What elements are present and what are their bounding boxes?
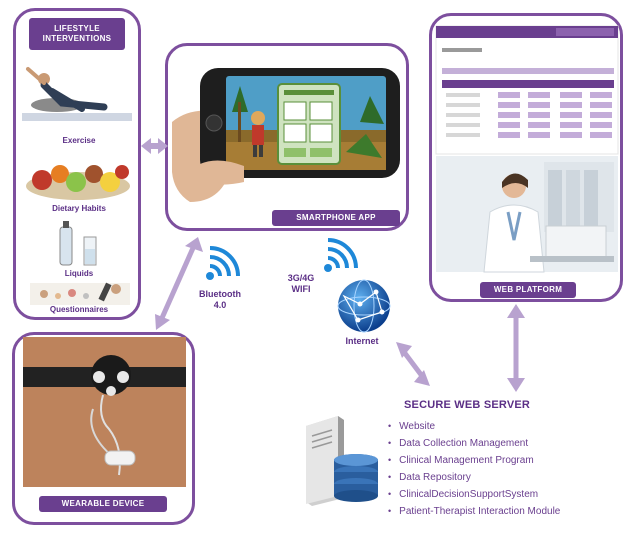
smartphone-title: SMARTPHONE APP: [272, 210, 400, 226]
server-item-decision-support: ClinicalDecisionSupportSystem: [388, 486, 560, 503]
internet-label: Internet: [345, 336, 379, 346]
server-item-website: Website: [388, 418, 560, 435]
web-platform-screenshot: [435, 25, 619, 155]
cellular-label: 3G/4G WIFI: [287, 273, 315, 294]
server-item-interaction-module: Patient-Therapist Interaction Module: [388, 503, 560, 520]
bluetooth-signal-icon: [206, 246, 240, 280]
liquids-caption: Liquids: [64, 269, 94, 278]
wearable-photo: [23, 337, 186, 487]
lifestyle-panel: LIFESTYLE INTERVENTIONS Exercise Dietary…: [13, 8, 141, 320]
globe-icon: [337, 279, 391, 333]
exercise-caption: Exercise: [62, 136, 96, 145]
food-image: [26, 165, 130, 200]
server-title: SECURE WEB SERVER: [404, 399, 531, 411]
doctor-photo: [436, 156, 618, 273]
wearable-title: WEARABLE DEVICE: [39, 496, 167, 512]
server-item-clinical-management: Clinical Management Program: [388, 452, 560, 469]
smartphone-image: [172, 68, 400, 202]
liquids-image: [59, 221, 97, 266]
bluetooth-label: Bluetooth 4.0: [199, 289, 241, 310]
server-item-data-repository: Data Repository: [388, 469, 560, 486]
web-platform-panel: WEB PLATFORM: [429, 13, 623, 302]
wearable-panel: WEARABLE DEVICE: [12, 332, 195, 525]
server-item-data-collection: Data Collection Management: [388, 435, 560, 452]
exercise-image: [22, 67, 132, 121]
questionnaire-image: [30, 282, 130, 305]
smartphone-panel: SMARTPHONE APP: [165, 43, 409, 231]
lifestyle-title: LIFESTYLE INTERVENTIONS: [29, 18, 125, 50]
web-platform-title: WEB PLATFORM: [480, 282, 576, 298]
questionnaires-caption: Questionnaires: [49, 305, 109, 314]
server-feature-list: Website Data Collection Management Clini…: [388, 418, 560, 520]
dietary-caption: Dietary Habits: [52, 204, 106, 213]
server-icon: [306, 416, 378, 506]
wifi-signal-icon: [324, 238, 358, 272]
